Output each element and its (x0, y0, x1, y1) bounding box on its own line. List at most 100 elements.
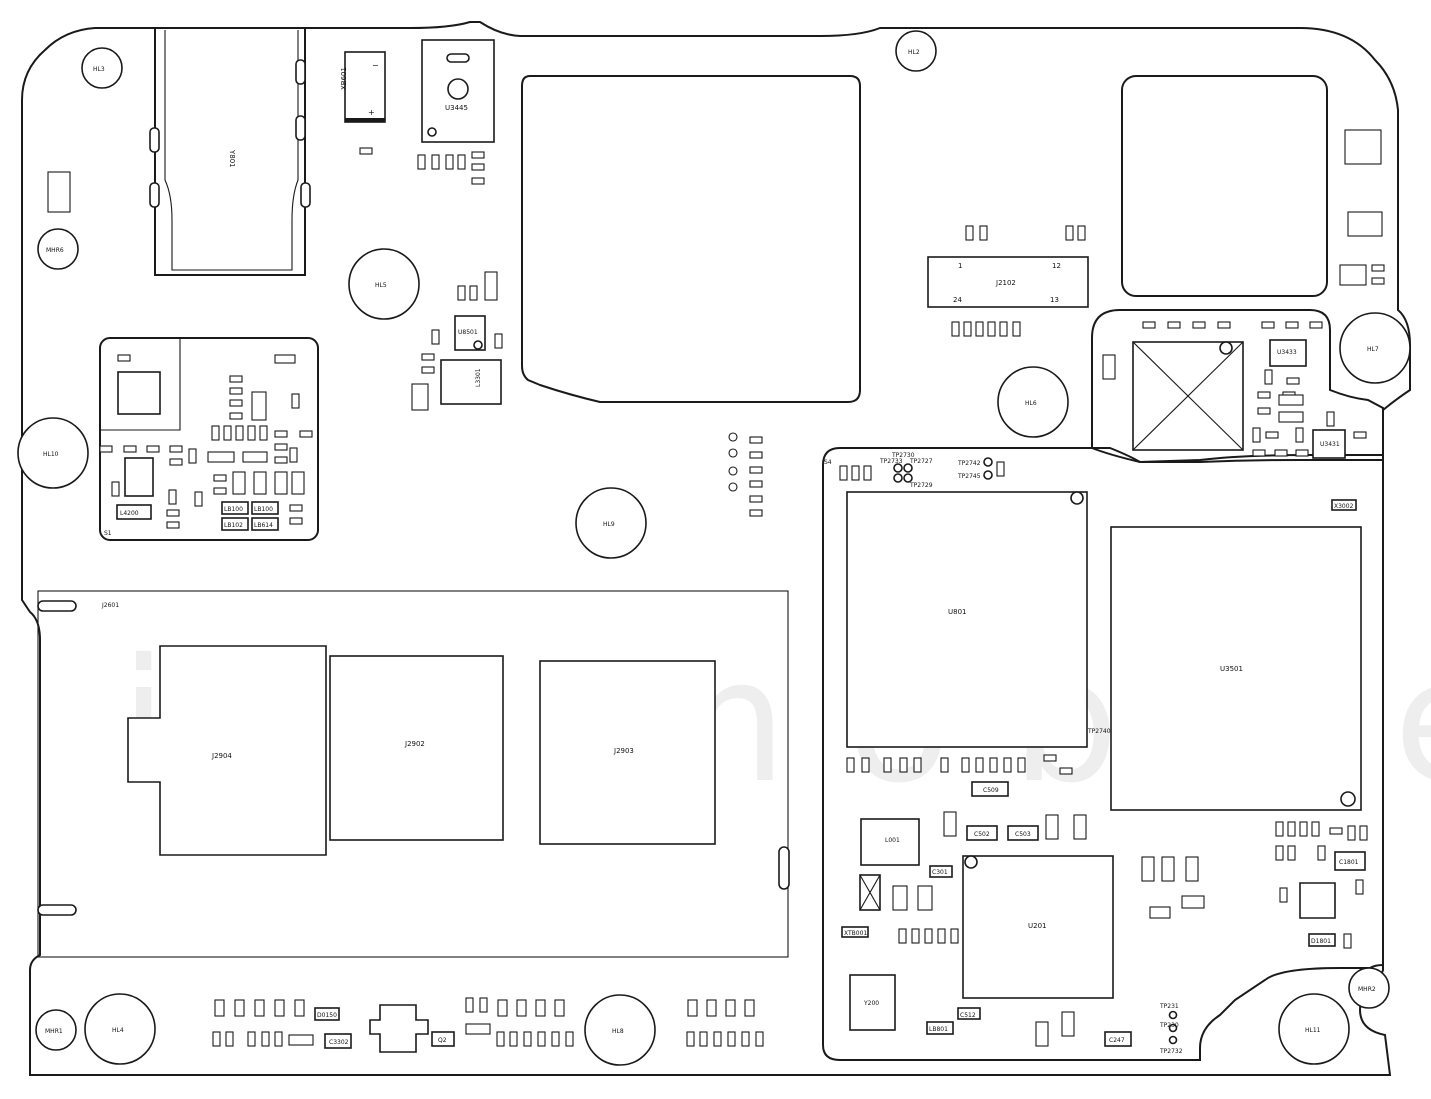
hole-hl11: HL11 (1278, 993, 1350, 1065)
svg-text:C301: C301 (932, 869, 948, 876)
component-u8501: U8501 (454, 315, 486, 351)
mounting-holes: HL3 HL2 MHR6 HL5 HL10 HL6 HL7 HL9 MHR1 H… (17, 30, 1411, 1066)
svg-text:HL10: HL10 (43, 451, 59, 458)
shield-top-center (521, 75, 861, 403)
svg-text:MHR2: MHR2 (1358, 986, 1376, 993)
component-l001: L001 (860, 818, 920, 866)
shield-top-right (1121, 75, 1328, 297)
svg-text:U3431: U3431 (1320, 441, 1340, 448)
svg-text:TP2732: TP2732 (1159, 1048, 1183, 1055)
svg-text:TP2740: TP2740 (1087, 728, 1111, 735)
svg-text:U8501: U8501 (458, 329, 478, 336)
label-y801: Y801 (228, 149, 236, 168)
svg-text:U3433: U3433 (1277, 349, 1297, 356)
component-x-cross (859, 874, 881, 911)
label-j2102: J2102 (995, 279, 1016, 287)
svg-text:D1801: D1801 (1311, 938, 1331, 945)
svg-text:J2902: J2902 (404, 740, 425, 748)
svg-text:TP2733: TP2733 (879, 458, 903, 465)
svg-text:HL6: HL6 (1025, 400, 1037, 407)
svg-text:12: 12 (1052, 262, 1061, 270)
svg-text:HL5: HL5 (375, 282, 387, 289)
svg-text:HL11: HL11 (1305, 1027, 1321, 1034)
connector-j2102: 1 12 24 13 J2102 (927, 256, 1089, 308)
svg-text:C1801: C1801 (1339, 859, 1359, 866)
svg-text:LB100: LB100 (224, 506, 243, 513)
chip-u201: U201 (962, 855, 1114, 999)
svg-text:TP2729: TP2729 (909, 482, 933, 489)
hole-hl2: HL2 (895, 30, 937, 72)
svg-text:LB614: LB614 (254, 522, 273, 529)
svg-text:L001: L001 (885, 837, 900, 844)
hole-mhr1: MHR1 (35, 1009, 77, 1051)
chip-u3501: U3501 (1110, 526, 1362, 811)
svg-text:TP2727: TP2727 (909, 458, 933, 465)
svg-text:HL8: HL8 (612, 1028, 624, 1035)
svg-text:MHR1: MHR1 (45, 1028, 63, 1035)
svg-text:24: 24 (953, 296, 962, 304)
svg-text:Q2: Q2 (438, 1037, 447, 1044)
svg-text:C247: C247 (1109, 1037, 1125, 1044)
svg-text:XTB001: XTB001 (844, 930, 867, 937)
component-y200: Y200 (849, 974, 896, 1031)
component-l3301: L3301 (440, 359, 502, 405)
svg-text:U801: U801 (948, 608, 966, 616)
component-xb601: XB601 − + (340, 51, 386, 123)
shield-left-rf: L4200 S1 LB100 LB100 LB102 LB614 (99, 337, 319, 541)
svg-text:TP2745: TP2745 (957, 473, 981, 480)
component-q1801 (1299, 882, 1336, 919)
svg-text:C503: C503 (1015, 831, 1031, 838)
label-u3445: U3445 (445, 104, 468, 112)
test-points: TP2742 TP2745 TP2730 TP2727 TP2733 TP272… (879, 452, 1183, 1055)
svg-text:X3002: X3002 (1334, 503, 1354, 510)
hole-hl5: HL5 (348, 248, 420, 320)
svg-text:Y200: Y200 (863, 1000, 879, 1007)
svg-text:LB801: LB801 (929, 1026, 948, 1033)
svg-text:HL3: HL3 (93, 66, 105, 73)
svg-text:1: 1 (958, 262, 962, 270)
svg-text:L4200: L4200 (120, 510, 139, 517)
svg-text:J2903: J2903 (613, 747, 634, 755)
svg-text:U3501: U3501 (1220, 665, 1243, 673)
svg-text:+: + (368, 108, 375, 117)
hole-hl3: HL3 (81, 47, 123, 89)
passive-pads (47, 129, 1385, 1047)
svg-text:U201: U201 (1028, 922, 1046, 930)
svg-text:HL2: HL2 (908, 49, 920, 56)
svg-text:HL4: HL4 (112, 1027, 124, 1034)
svg-text:−: − (372, 61, 379, 70)
component-u3445: U3445 (421, 39, 495, 143)
svg-text:C3302: C3302 (329, 1039, 349, 1046)
hole-hl10: HL10 (17, 417, 89, 489)
hole-hl6: HL6 (997, 366, 1069, 438)
chip-u801: U801 (846, 491, 1088, 748)
hole-mhr2: MHR2 (1348, 967, 1390, 1009)
svg-text:LB100: LB100 (254, 506, 273, 513)
svg-text:S1: S1 (104, 530, 112, 537)
sim-tray-y801: Y801 (149, 28, 311, 276)
hole-hl7: HL7 (1339, 312, 1411, 384)
shield-right-main (822, 447, 1384, 1061)
svg-text:L3301: L3301 (475, 368, 482, 387)
svg-text:C502: C502 (974, 831, 990, 838)
hole-hl9: HL9 (575, 487, 647, 559)
svg-text:J2904: J2904 (211, 752, 232, 760)
svg-text:TP2730: TP2730 (891, 452, 915, 459)
svg-text:HL7: HL7 (1367, 346, 1379, 353)
connector-j2601: J2601 J2904 J2902 J2903 (37, 590, 790, 958)
svg-text:TP230: TP230 (1159, 1022, 1179, 1029)
label-xb601: XB601 (340, 67, 348, 90)
hole-hl8: HL8 (584, 994, 656, 1066)
svg-text:S4: S4 (824, 459, 832, 466)
svg-text:MHR6: MHR6 (46, 247, 64, 254)
hole-mhr6: MHR6 (37, 228, 79, 270)
svg-text:D0150: D0150 (317, 1012, 337, 1019)
svg-text:J2601: J2601 (101, 602, 119, 609)
svg-text:LB102: LB102 (224, 522, 243, 529)
shield-right-rf: U3433 U3431 (1091, 309, 1384, 464)
svg-text:HL9: HL9 (603, 521, 615, 528)
svg-text:TP2742: TP2742 (957, 460, 981, 467)
svg-text:13: 13 (1050, 296, 1059, 304)
svg-text:C509: C509 (983, 787, 999, 794)
